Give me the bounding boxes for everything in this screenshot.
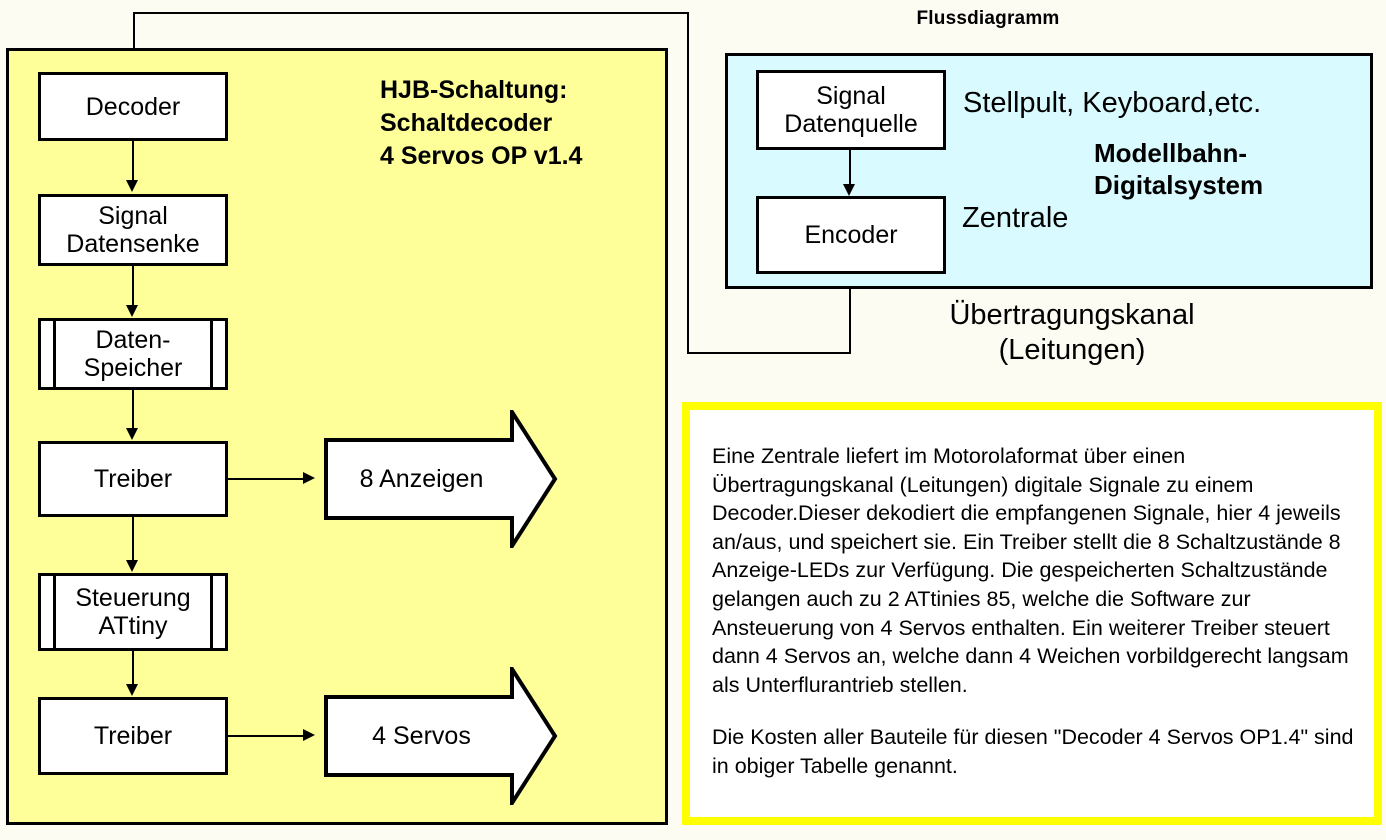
loop-line-left-down xyxy=(133,12,135,62)
block-decoder[interactable]: Decoder xyxy=(38,72,228,141)
decoder-panel-title-line-3: 4 Servos OP v1.4 xyxy=(380,142,583,170)
block-daten-speicher-label-2: Speicher xyxy=(83,354,183,382)
block-treiber-2[interactable]: Treiber xyxy=(38,697,228,775)
block-encoder-label: Encoder xyxy=(804,221,898,249)
description-paragraph-2: Die Kosten aller Bauteile für diesen "De… xyxy=(712,725,1354,778)
block-treiber-1-label: Treiber xyxy=(93,465,173,493)
loop-line-top xyxy=(133,12,689,14)
block-steuerung-attiny-label-1: Steuerung xyxy=(75,584,191,612)
block-treiber-2-label: Treiber xyxy=(93,722,173,750)
block-encoder[interactable]: Encoder xyxy=(756,196,946,274)
label-uebertragungskanal: Übertragungskanal (Leitungen) xyxy=(862,298,1282,369)
arrow-treiber1-to-steuerung xyxy=(126,560,138,572)
block-signal-datensenke-label-2: Datensenke xyxy=(66,230,200,258)
description-box: Eine Zentrale liefert im Motorolaformat … xyxy=(682,402,1382,825)
label-stellpult: Stellpult, Keyboard,etc. xyxy=(963,87,1262,119)
block-steuerung-attiny-label-2: ATtiny xyxy=(98,612,168,640)
connector-treiber1-to-anzeigen xyxy=(228,478,306,480)
block-daten-speicher[interactable]: Daten- Speicher xyxy=(38,318,228,390)
decoder-panel-title-line-2: Schaltdecoder xyxy=(380,109,553,137)
output-arrow-anzeigen-label: 8 Anzeigen xyxy=(359,464,484,493)
connector-decoder-to-signalsenke xyxy=(132,141,134,181)
connector-datenquelle-to-encoder xyxy=(849,150,851,186)
block-daten-speicher-label-1: Daten- xyxy=(95,326,171,354)
block-treiber-1[interactable]: Treiber xyxy=(38,441,228,517)
flowchart-title: Flussdiagramm xyxy=(916,8,1060,29)
arrow-treiber1-to-anzeigen xyxy=(303,472,315,484)
arrow-speicher-to-treiber1 xyxy=(126,428,138,440)
block-signal-datenquelle-label-1: Signal xyxy=(816,82,886,110)
loop-line-right-vertical xyxy=(687,12,689,354)
loop-line-from-encoder xyxy=(849,274,851,354)
connector-treiber1-to-steuerung xyxy=(132,517,134,561)
block-signal-datensenke-label-1: Signal xyxy=(98,202,168,230)
label-uebertragungskanal-line-2: (Leitungen) xyxy=(998,334,1146,367)
block-signal-datenquelle-label-2: Datenquelle xyxy=(784,110,918,138)
label-uebertragungskanal-line-1: Übertragungskanal xyxy=(949,299,1195,331)
output-arrow-servos-label: 4 Servos xyxy=(372,721,471,750)
arrow-decoder-to-signalsenke xyxy=(126,180,138,192)
label-zentrale: Zentrale xyxy=(962,202,1069,234)
description-paragraph-1: Eine Zentrale liefert im Motorolaformat … xyxy=(712,444,1349,697)
label-modellbahn-line-2: Digitalsystem xyxy=(1094,169,1264,200)
output-arrow-servos[interactable]: 4 Servos xyxy=(324,667,558,805)
block-decoder-label: Decoder xyxy=(85,92,181,121)
connector-treiber2-to-servos xyxy=(228,735,306,737)
connector-speicher-to-treiber1 xyxy=(132,390,134,430)
description-text: Eine Zentrale liefert im Motorolaformat … xyxy=(712,442,1360,781)
label-modellbahn-digitalsystem: Modellbahn- Digitalsystem xyxy=(1094,138,1263,201)
arrow-steuerung-to-treiber2 xyxy=(126,684,138,696)
arrow-datenquelle-to-encoder xyxy=(843,184,855,196)
connector-steuerung-to-treiber2 xyxy=(132,651,134,685)
arrow-treiber2-to-servos xyxy=(303,729,315,741)
block-signal-datenquelle[interactable]: Signal Datenquelle xyxy=(756,70,946,150)
output-arrow-anzeigen[interactable]: 8 Anzeigen xyxy=(324,410,558,548)
arrow-signalsenke-to-speicher xyxy=(126,305,138,317)
decoder-panel-title: HJB-Schaltung: Schaltdecoder 4 Servos OP… xyxy=(380,74,660,173)
label-modellbahn-line-1: Modellbahn- xyxy=(1094,138,1248,168)
decoder-panel-title-line-1: HJB-Schaltung: xyxy=(380,76,568,104)
block-signal-datensenke[interactable]: Signal Datensenke xyxy=(38,194,228,266)
block-steuerung-attiny[interactable]: Steuerung ATtiny xyxy=(38,573,228,651)
loop-line-bottom xyxy=(687,352,851,354)
connector-signalsenke-to-speicher xyxy=(132,266,134,306)
